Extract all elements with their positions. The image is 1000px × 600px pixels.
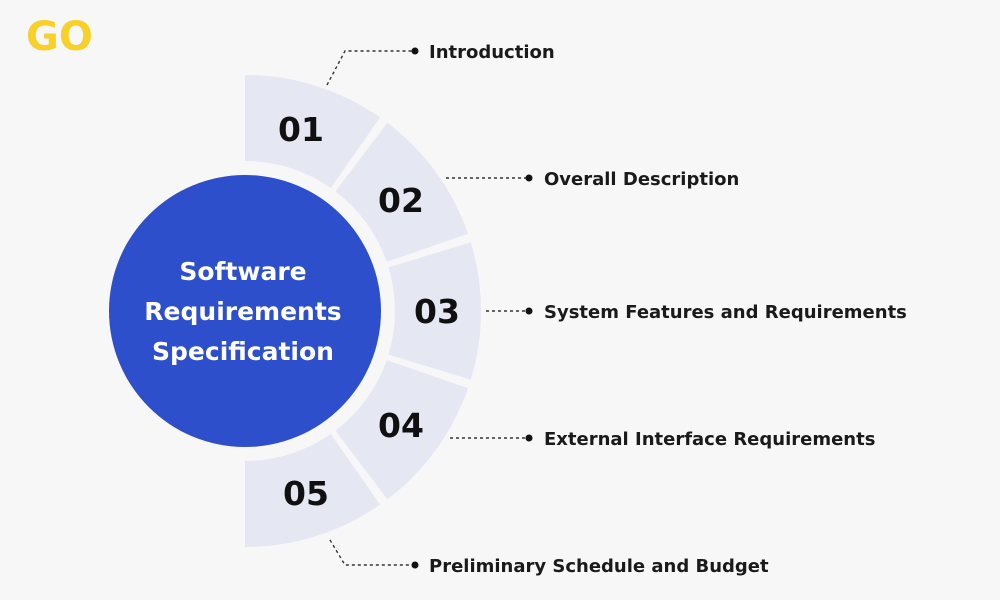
item-label-04: External Interface Requirements	[544, 429, 875, 450]
connector-05	[329, 539, 414, 566]
connector-dot-01	[411, 47, 419, 55]
ring-segment-04	[335, 360, 469, 500]
ring-segment-03	[388, 242, 481, 380]
segment-number-04: 04	[378, 406, 424, 445]
ring-segment-02	[335, 122, 469, 262]
segment-number-03: 03	[414, 292, 460, 331]
item-label-01: Introduction	[429, 42, 555, 63]
connector-dot-02	[525, 174, 533, 182]
item-label-02: Overall Description	[544, 169, 739, 190]
segment-number-01: 01	[278, 110, 324, 149]
center-title-line-2: Requirements	[144, 297, 341, 326]
segment-number-05: 05	[283, 474, 329, 513]
ring-segment-05	[245, 434, 381, 547]
ring-segment-01	[245, 75, 381, 188]
connector-dot-05	[411, 561, 419, 569]
center-circle	[109, 175, 381, 447]
connectors	[326, 50, 528, 566]
center-title-line-3: Specification	[152, 337, 334, 366]
connector-dots	[411, 47, 533, 569]
connector-dot-03	[525, 307, 533, 315]
item-label-05: Preliminary Schedule and Budget	[429, 556, 769, 577]
connector-dot-04	[525, 434, 533, 442]
item-label-03: System Features and Requirements	[544, 302, 907, 323]
go-logo: GO	[26, 14, 93, 60]
segment-number-02: 02	[378, 181, 424, 220]
center-title-line-1: Software	[179, 257, 306, 286]
ring-segments	[245, 75, 481, 547]
logo-icon: GO	[26, 14, 93, 60]
connector-01	[326, 50, 414, 86]
